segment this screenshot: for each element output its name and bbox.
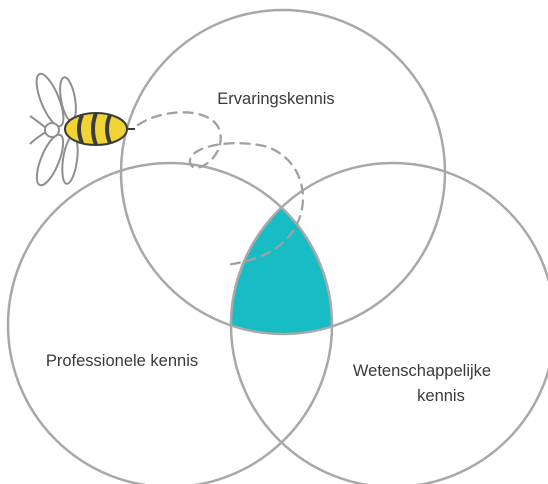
label-kennis: kennis [417,387,465,405]
label-ervaringskennis: Ervaringskennis [217,90,334,108]
label-wetenschappelijke: Wetenschappelijke [353,362,491,380]
label-professionele-kennis: Professionele kennis [46,352,198,370]
